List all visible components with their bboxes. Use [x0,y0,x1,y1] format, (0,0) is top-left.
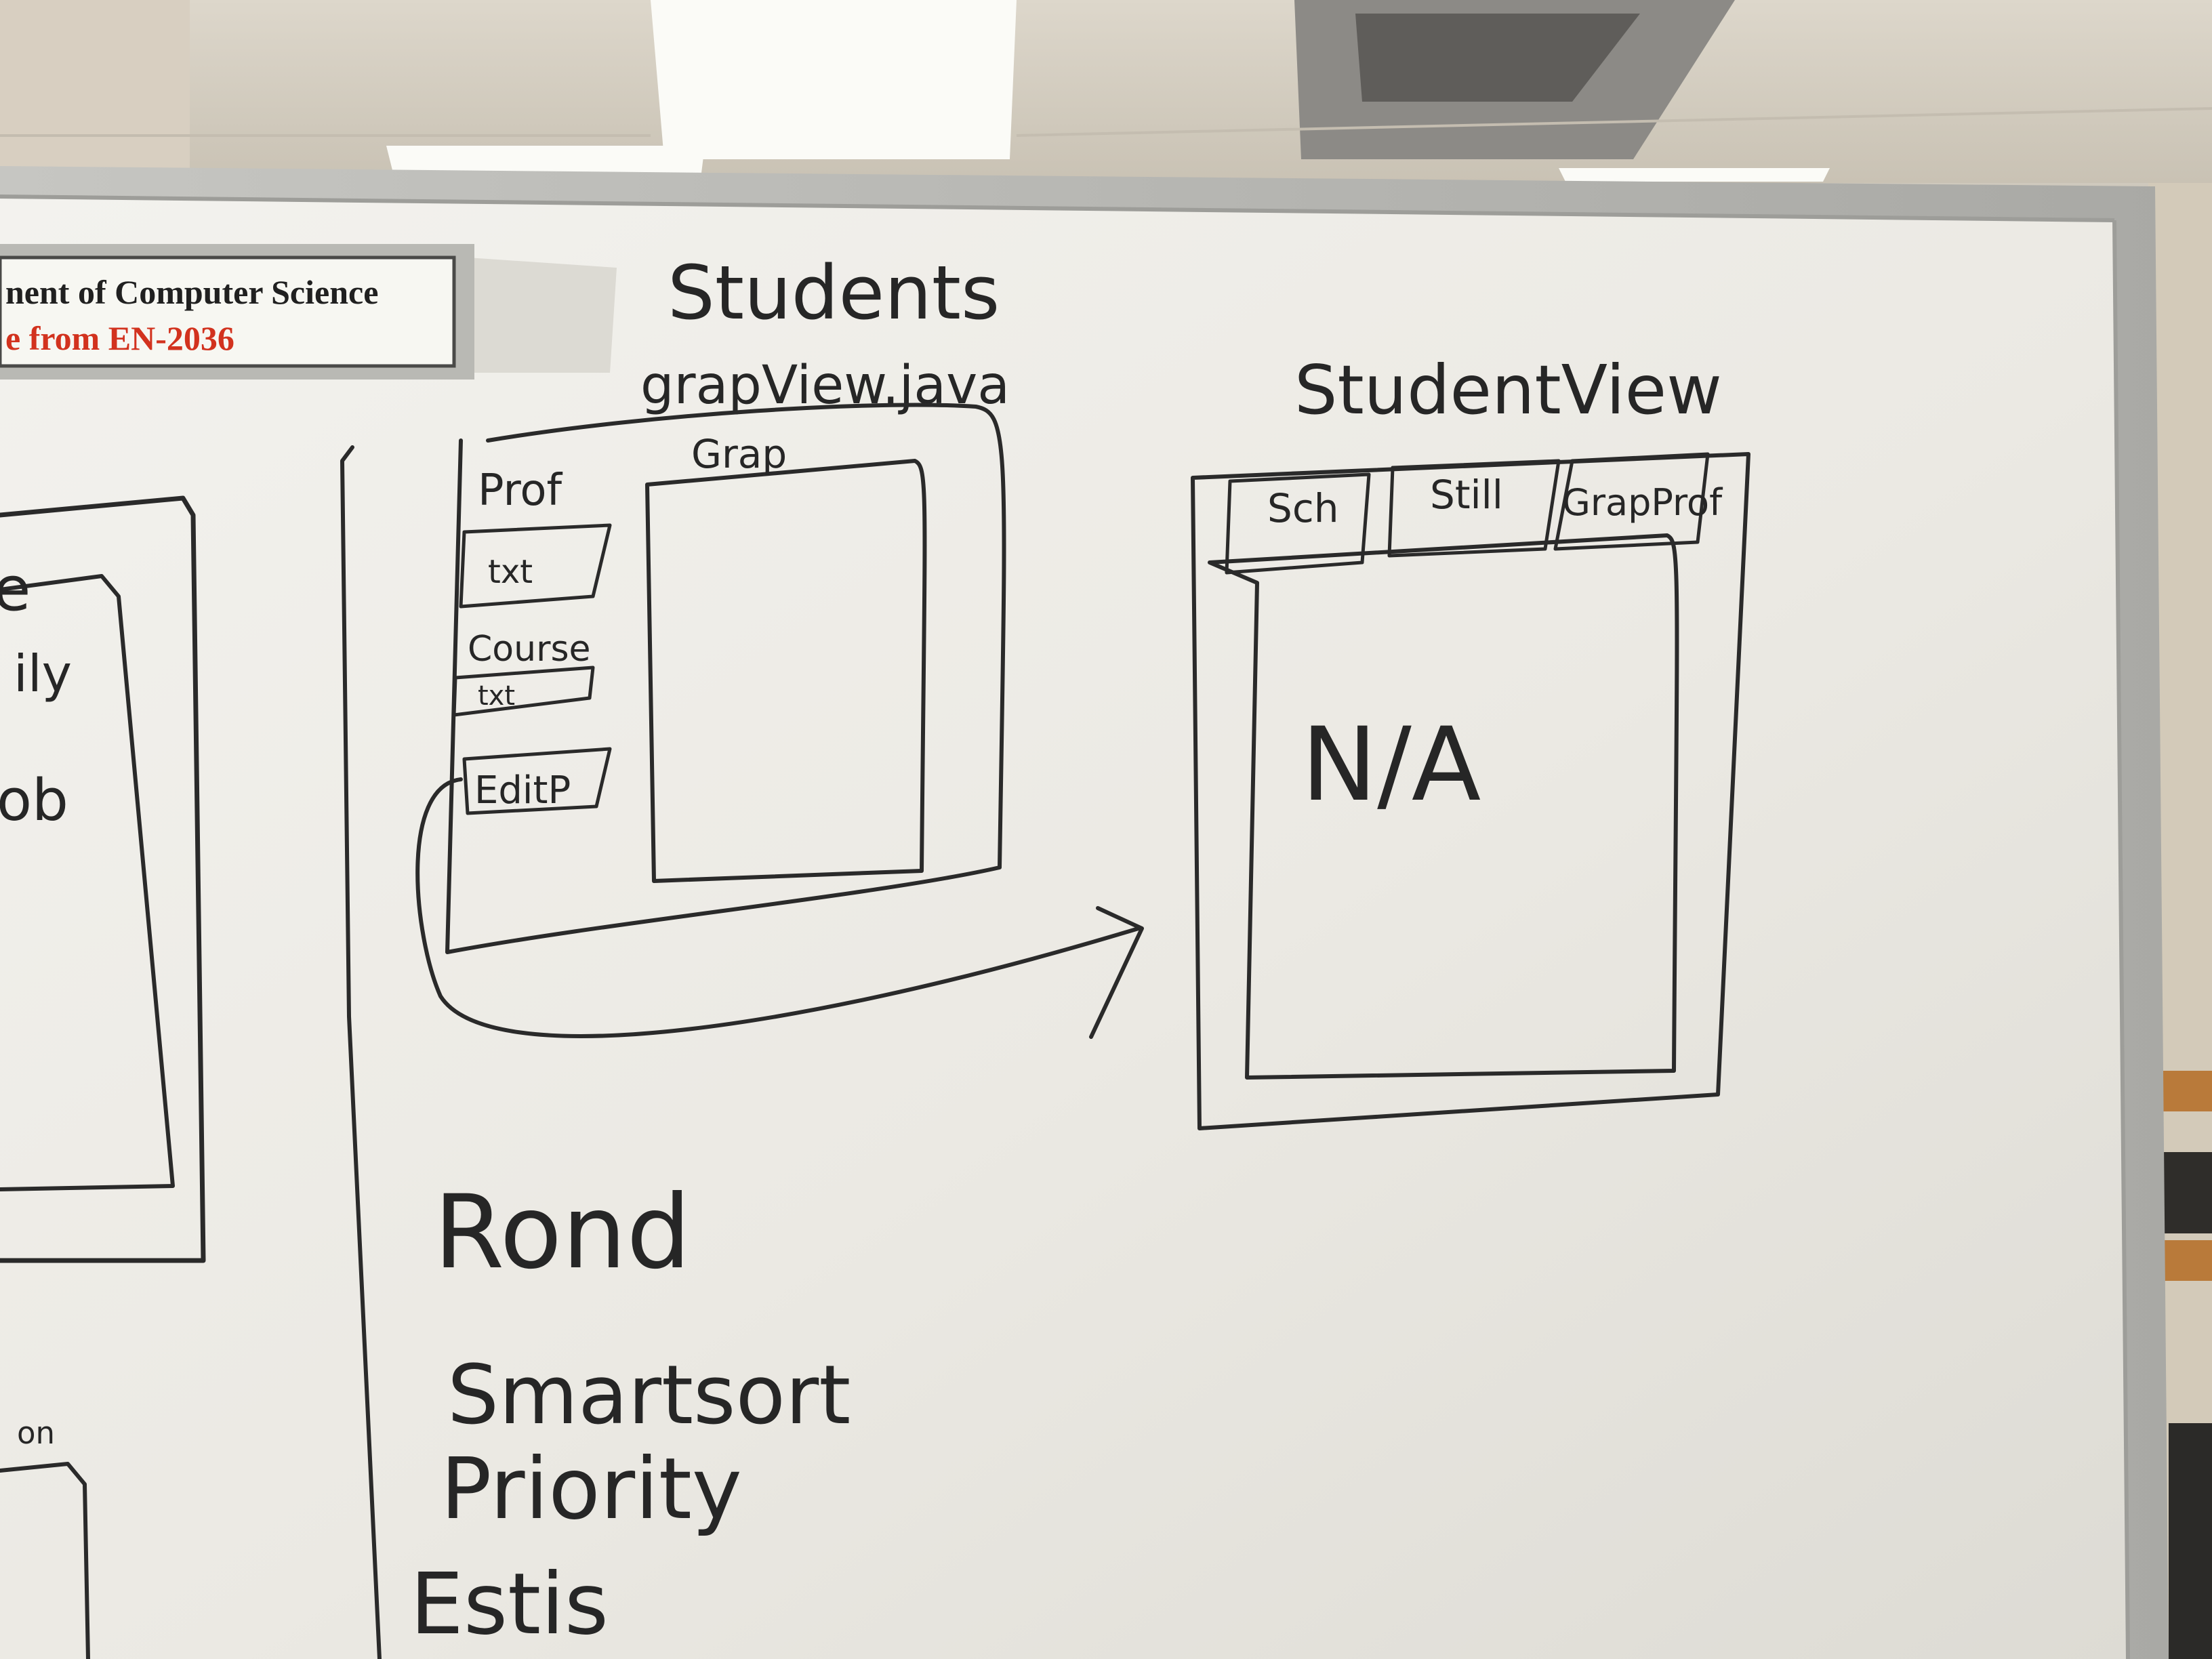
tab-sch-label: Sch [1267,485,1338,531]
fragment-ily: ily [14,644,72,703]
left-edge-drawing: e ily ob on [0,445,382,1659]
ceiling-light-small [386,146,705,173]
txt-field-1 [459,523,612,609]
txt-field-2-label: txt [478,680,515,712]
department-sign: nent of Computer Science e from EN-2036 [0,244,617,380]
sign-line-2: e from EN-2036 [5,319,234,357]
tab-sch [1225,472,1371,575]
txt-field-1-label: txt [488,553,533,591]
navigation-arrow [415,777,1141,1038]
tab-grap-prof-label: GrapProf [1562,481,1723,524]
edit-button [462,747,612,815]
list-item-estis: Estis [410,1555,609,1654]
label-graph: Grap [691,431,787,477]
tab-grap-prof [1553,452,1710,551]
arrow-head [1089,906,1144,1039]
sign-line-1: nent of Computer Science [5,273,378,311]
tab-still [1387,459,1561,558]
whiteboard [0,166,2169,1659]
txt-field-2 [452,665,595,717]
ceiling-light [651,0,1017,159]
title-student-view: StudentView [1294,350,1722,430]
list-item-rond: Rond [434,1174,691,1292]
content-na: N/A [1301,706,1481,824]
title-students: Students [668,249,1000,336]
edit-button-label: EditP [474,769,571,813]
fragment-ob: ob [0,767,68,834]
ceiling [0,0,2212,183]
tab-still-label: Still [1430,472,1503,518]
tape [468,258,617,373]
feature-list: Rond Smartsort Priority Estis [410,1174,851,1654]
label-prof: Prof [478,466,563,516]
grap-view-mockup: Grap Prof txt Course txt EditP [415,403,1144,1039]
student-view-mockup: Sch Still GrapProf N/A [1191,452,1750,1130]
label-course: Course [468,629,591,670]
fragment-e: e [0,554,30,625]
list-item-smartsort: Smartsort [447,1349,851,1443]
fragment-on: on [17,1415,55,1451]
list-item-priority: Priority [441,1440,742,1538]
